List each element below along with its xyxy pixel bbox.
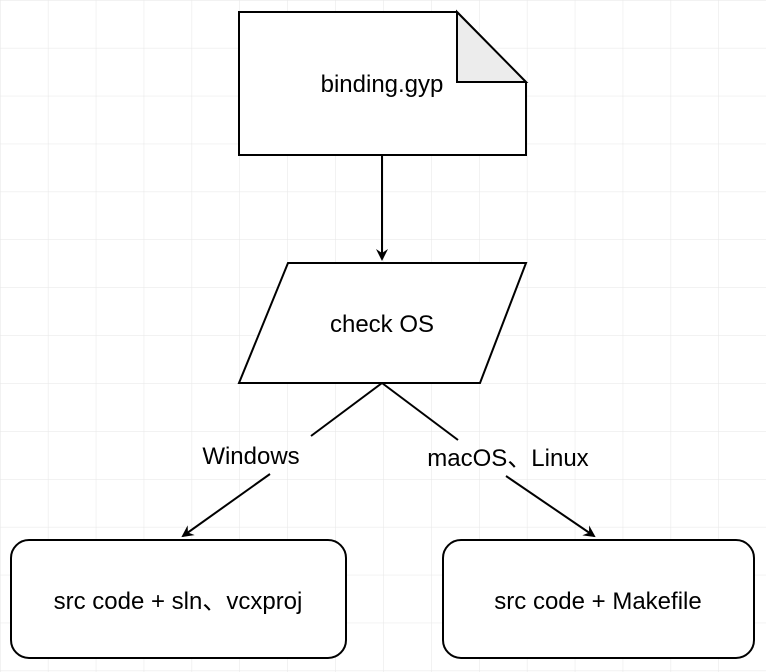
doc-node[interactable]: binding.gyp (238, 9, 529, 156)
edge-unix: macOS、Linux (381, 382, 596, 538)
edge-windows-lower (181, 473, 271, 538)
windows-result-node-label: src code + sln、vcxproj (54, 588, 303, 615)
doc-node-label: binding.gyp (321, 71, 444, 98)
unix-result-node[interactable]: src code + Makefile (442, 539, 755, 659)
unix-result-node-label: src code + Makefile (494, 588, 701, 615)
edge-windows: Windows (181, 382, 383, 538)
edge-windows-label: Windows (202, 443, 299, 470)
edge-unix-lower (505, 475, 596, 538)
doc-fold-corner (456, 9, 529, 83)
edge-unix-label: macOS、Linux (427, 445, 588, 472)
check-os-node-label: check OS (330, 311, 434, 338)
windows-result-node[interactable]: src code + sln、vcxproj (10, 539, 347, 659)
doc-node-shape (238, 11, 527, 156)
edge-windows-upper (310, 382, 383, 437)
windows-result-node-shape (10, 539, 347, 659)
check-os-node-shape (237, 262, 528, 384)
check-os-node[interactable]: check OS (237, 262, 528, 384)
edge-unix-upper (381, 382, 459, 441)
unix-result-node-shape (442, 539, 755, 659)
